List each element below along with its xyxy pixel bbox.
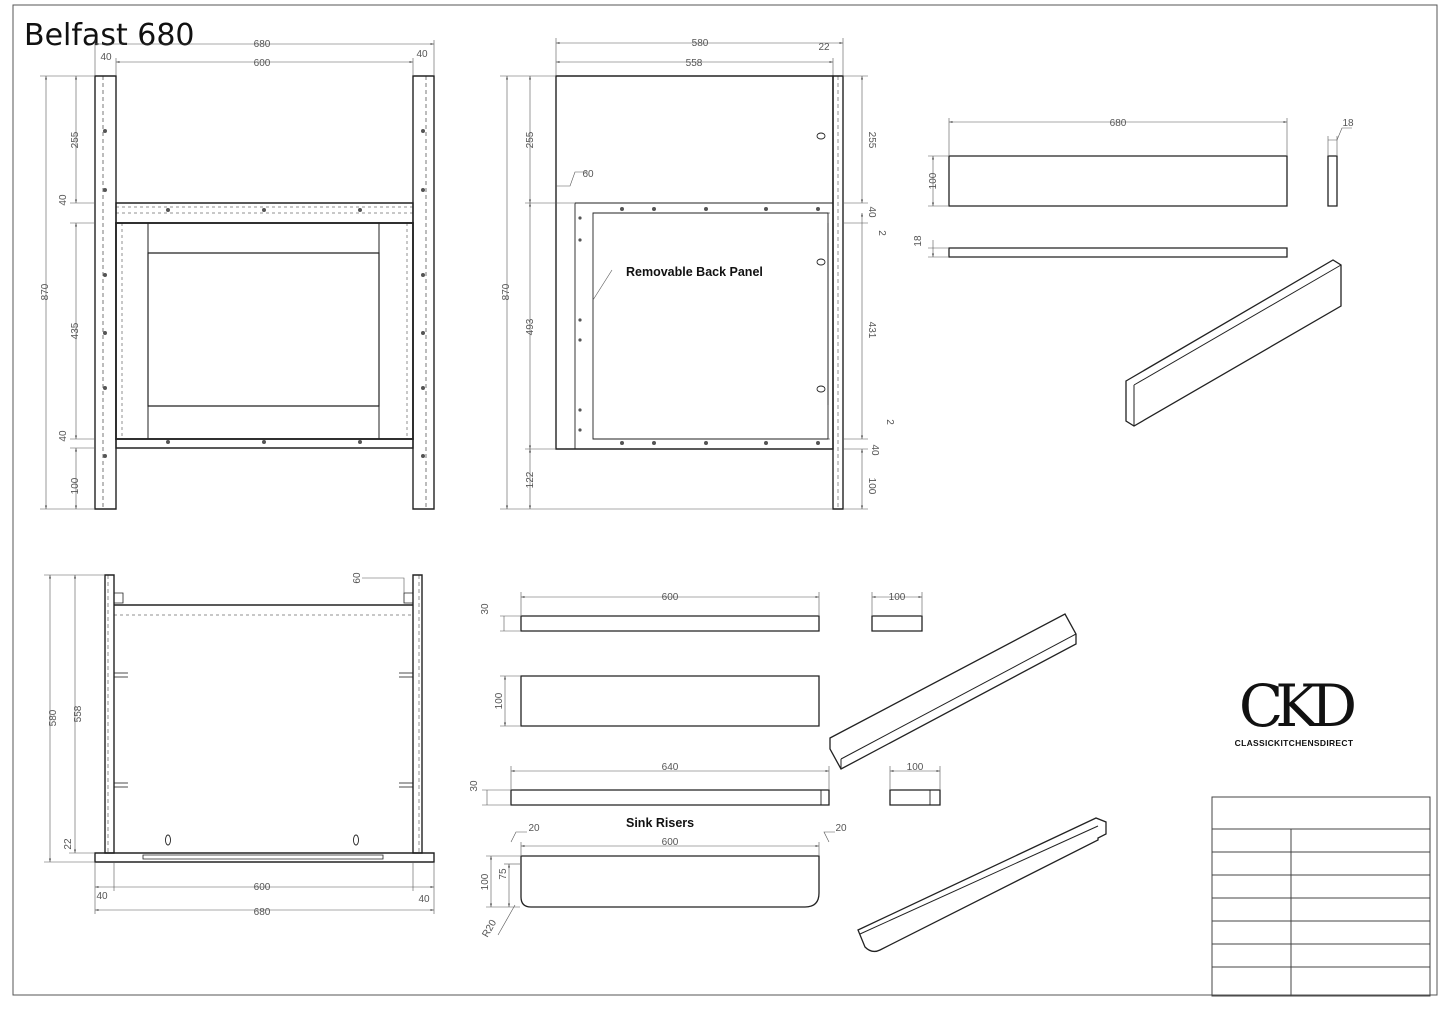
ckd-logo-mark: CKD	[1238, 672, 1357, 740]
ckd-logo: CKD CLASSICKITCHENSDIRECT	[1214, 676, 1374, 748]
riser-iso-notched	[858, 818, 1106, 951]
dim-side-558: 558	[686, 58, 703, 69]
dim-side-255-right: 255	[866, 132, 877, 149]
plinth-dimension-labels: 680 100 18 18	[913, 118, 1354, 247]
dim-plan-580: 580	[48, 709, 59, 726]
dim-side-122: 122	[525, 471, 536, 488]
dim-front-680: 680	[254, 39, 271, 50]
riser-board	[521, 676, 819, 726]
riser-rail	[521, 616, 819, 631]
dim-side-40-top: 40	[866, 206, 877, 218]
side-dimension-labels: 580 558 22 60 870 255 493 122 255 40 2 4…	[501, 38, 895, 495]
front-dimensions	[40, 40, 434, 509]
riser-block-2	[890, 790, 940, 805]
dim-side-2-top: 2	[876, 230, 887, 236]
dim-side-493: 493	[525, 318, 536, 335]
dim-front-40-top: 40	[58, 194, 69, 206]
riser-notched-board	[521, 856, 819, 907]
dim-plan-680: 680	[254, 907, 271, 918]
dim-riser-bottom-600: 600	[662, 837, 679, 848]
dim-side-60: 60	[582, 169, 594, 180]
dim-front-435: 435	[70, 322, 81, 339]
dim-front-40-left: 40	[100, 52, 112, 63]
dim-riser-long-30: 30	[469, 780, 480, 792]
dim-riser-20-right: 20	[835, 823, 847, 834]
plinth-dimensions	[928, 118, 1352, 257]
riser-dimensions	[482, 592, 940, 935]
dim-front-100: 100	[70, 477, 81, 494]
front-panel	[148, 253, 379, 406]
plinth-front	[949, 156, 1287, 206]
dim-plan-558: 558	[73, 705, 84, 722]
front-frame-outer	[116, 223, 413, 439]
side-dimensions	[500, 38, 868, 509]
dim-riser-board-100: 100	[494, 692, 505, 709]
title-block	[1212, 797, 1430, 996]
plan-right-post	[413, 575, 422, 853]
dim-front-40-bottom: 40	[58, 430, 69, 442]
riser-dimension-labels: 600 100 30 100 640 100 30 20 20 600 100 …	[469, 592, 924, 939]
dim-riser-600: 600	[662, 592, 679, 603]
plan-front-rail	[95, 853, 434, 862]
plan-view	[95, 575, 434, 862]
plinth-iso-front	[1126, 260, 1341, 426]
side-panel	[556, 76, 833, 449]
dim-side-870: 870	[501, 283, 512, 300]
back-panel-note: Removable Back Panel	[626, 265, 763, 279]
front-left-post	[95, 76, 116, 509]
plan-left-post	[105, 575, 114, 853]
dim-side-255-left: 255	[525, 131, 536, 148]
side-elevation-view	[556, 76, 843, 509]
front-right-post	[413, 76, 434, 509]
front-elevation-view	[95, 76, 434, 509]
front-frame-inner	[148, 223, 379, 439]
sink-risers	[511, 614, 1106, 951]
dim-front-870: 870	[40, 283, 51, 300]
dim-front-40-right: 40	[416, 49, 428, 60]
dim-plinth-100: 100	[928, 172, 939, 189]
ckd-logo-name: CLASSICKITCHENSDIRECT	[1234, 738, 1354, 748]
drawing-title: Belfast 680	[24, 18, 195, 53]
riser-iso-board	[830, 614, 1076, 769]
dim-plan-22: 22	[63, 838, 74, 850]
back-panel-frame	[575, 203, 833, 449]
plan-dimensions	[44, 575, 434, 914]
plan-dimension-labels: 580 558 60 22 600 680 40 40	[48, 572, 430, 918]
dim-side-2-bottom: 2	[884, 419, 895, 425]
dim-riser-bottom-100: 100	[480, 873, 491, 890]
dim-plan-40-left: 40	[96, 891, 108, 902]
dim-riser-r20: R20	[480, 918, 499, 940]
dim-plan-600: 600	[254, 882, 271, 893]
dim-plan-40-right: 40	[418, 894, 430, 905]
dim-plinth-18-strip: 18	[913, 235, 924, 247]
dim-plinth-680: 680	[1110, 118, 1127, 129]
dim-front-255: 255	[70, 131, 81, 148]
dim-side-580: 580	[692, 38, 709, 49]
dim-side-431: 431	[866, 322, 877, 339]
plinth-pieces	[949, 156, 1341, 426]
front-dimension-labels: 680 600 40 40 870 255 40 435 40 100	[40, 39, 428, 494]
dim-front-600: 600	[254, 58, 271, 69]
sink-risers-note: Sink Risers	[626, 816, 695, 830]
dim-side-40-bottom: 40	[869, 444, 880, 456]
dim-riser-75: 75	[498, 868, 509, 880]
dim-plan-60: 60	[352, 572, 363, 584]
riser-long-rail	[511, 790, 829, 805]
dim-riser-30: 30	[480, 603, 491, 615]
dim-side-22: 22	[818, 42, 830, 53]
sheet-border	[13, 5, 1437, 995]
dim-riser-640: 640	[662, 762, 679, 773]
dim-riser-100: 100	[889, 592, 906, 603]
plinth-end	[1328, 156, 1337, 206]
riser-block	[872, 616, 922, 631]
back-panel-inner	[593, 213, 828, 439]
dim-riser-block2-100: 100	[907, 762, 924, 773]
dim-plinth-18: 18	[1342, 118, 1354, 129]
plinth-strip	[949, 248, 1287, 257]
dim-riser-20-left: 20	[528, 823, 540, 834]
dim-side-100: 100	[866, 478, 877, 495]
